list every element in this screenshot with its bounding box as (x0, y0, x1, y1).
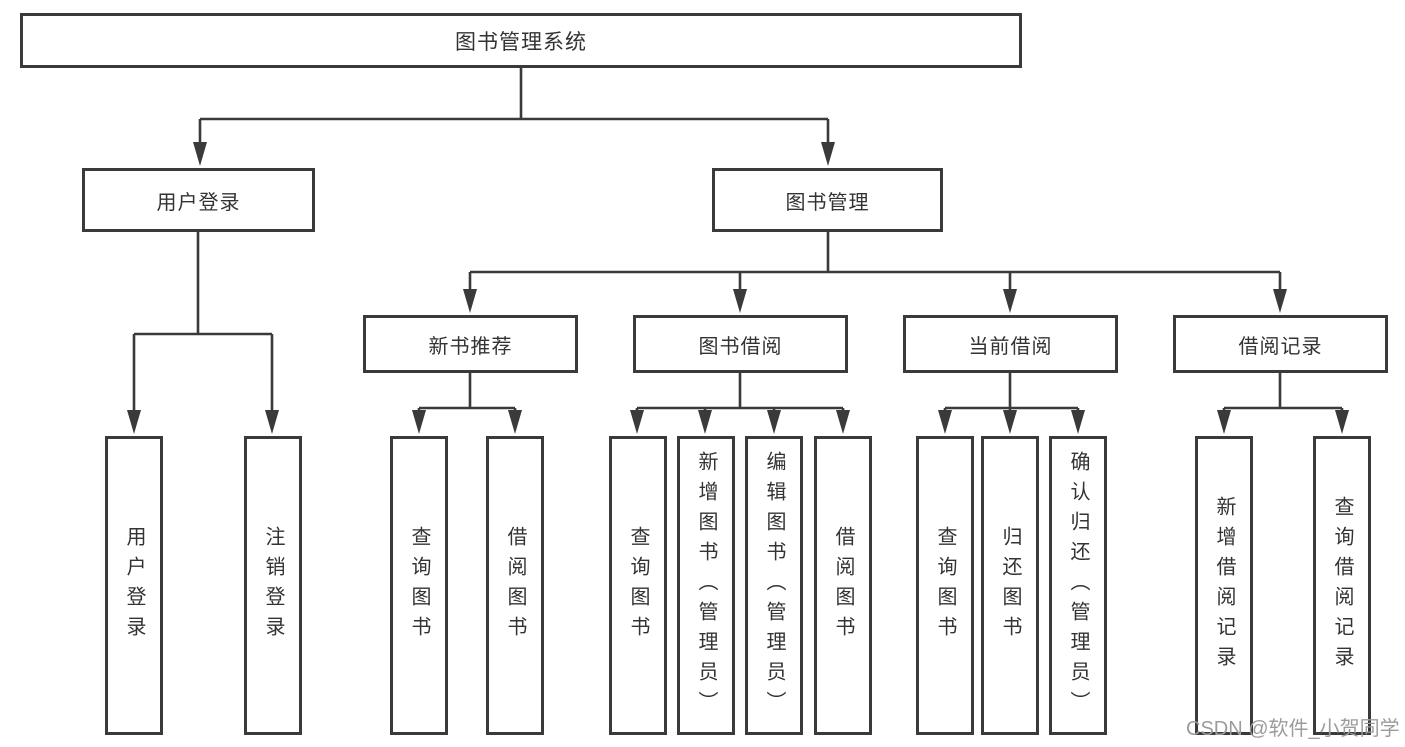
node-label: 归还图书 (999, 525, 1021, 646)
node-label: 新增借阅记录 (1213, 495, 1235, 676)
arrowhead (1217, 410, 1231, 434)
arrowhead (1273, 289, 1287, 313)
watermark: CSDN @软件_小贺同学 (1186, 718, 1400, 740)
arrowhead (698, 410, 712, 434)
arrowhead (508, 410, 522, 434)
arrowhead (463, 289, 477, 313)
node-leaf-add-borrow-record: 新增借阅记录 (1195, 436, 1253, 735)
connector-line (1222, 373, 1344, 412)
connector-line (198, 68, 830, 144)
node-leaf-edit-books-admin: 编辑图书（管理员） (745, 436, 803, 735)
arrowhead (265, 410, 279, 434)
arrowhead (1071, 410, 1085, 434)
node-label: 查询图书 (408, 525, 430, 646)
arrowhead (630, 410, 644, 434)
node-leaf-user-login: 用户登录 (105, 436, 163, 735)
node-leaf-borrow-books-1: 借阅图书 (486, 436, 544, 735)
node-label: 查询图书 (934, 525, 956, 646)
arrowhead (1003, 410, 1017, 434)
node-label: 注销登录 (262, 525, 284, 646)
node-label: 查询图书 (627, 525, 649, 646)
arrowhead (836, 410, 850, 434)
node-label: 图书借阅 (698, 335, 783, 358)
node-section-borrowing-records: 借阅记录 (1173, 315, 1388, 373)
node-leaf-query-books-1: 查询图书 (390, 436, 448, 735)
arrowhead (767, 410, 781, 434)
node-root: 图书管理系统 (20, 13, 1022, 68)
node-leaf-add-books-admin: 新增图书（管理员） (677, 436, 735, 735)
node-label: 图书管理 (785, 191, 870, 214)
node-label: 用户登录 (156, 191, 241, 214)
node-leaf-logout: 注销登录 (244, 436, 302, 735)
connector-newbooks-to-leaves (412, 373, 522, 434)
connector-login-to-leaves (127, 232, 279, 434)
node-label: 新增图书（管理员） (695, 450, 717, 721)
connector-current-to-leaves (938, 373, 1085, 434)
node-label: 查询借阅记录 (1331, 495, 1353, 676)
node-label: 借阅图书 (504, 525, 526, 646)
connector-line (132, 232, 274, 412)
connector-records-to-leaves (1217, 373, 1349, 434)
node-label: 新书推荐 (428, 335, 513, 358)
node-section-new-book-recommend: 新书推荐 (363, 315, 578, 373)
arrowhead (193, 142, 207, 166)
arrowhead (1003, 289, 1017, 313)
node-label: 借阅图书 (832, 525, 854, 646)
arrowhead (821, 142, 835, 166)
node-section-book-borrowing: 图书借阅 (633, 315, 848, 373)
arrowhead (1335, 410, 1349, 434)
node-label: 编辑图书（管理员） (763, 450, 785, 721)
node-book-management: 图书管理 (712, 168, 943, 232)
connector-line (943, 373, 1080, 412)
arrowhead (733, 289, 747, 313)
connector-root-to-level2 (193, 68, 835, 166)
node-leaf-return-books: 归还图书 (981, 436, 1039, 735)
node-user-login: 用户登录 (82, 168, 315, 232)
node-leaf-query-borrow-record: 查询借阅记录 (1313, 436, 1371, 735)
connector-line (468, 232, 1282, 291)
arrowhead (127, 410, 141, 434)
node-label: 借阅记录 (1238, 335, 1323, 358)
connector-line (417, 373, 517, 412)
arrowhead (938, 410, 952, 434)
node-label: 当前借阅 (968, 335, 1053, 358)
node-label: 确认归还（管理员） (1067, 450, 1089, 721)
node-leaf-query-books-2: 查询图书 (609, 436, 667, 735)
connector-line (635, 373, 845, 412)
arrowhead (412, 410, 426, 434)
node-section-current-borrowing: 当前借阅 (903, 315, 1118, 373)
node-leaf-confirm-return-admin: 确认归还（管理员） (1049, 436, 1107, 735)
connector-borrow-to-leaves (630, 373, 850, 434)
node-label: 图书管理系统 (455, 30, 587, 54)
node-leaf-query-books-3: 查询图书 (916, 436, 974, 735)
node-label: 用户登录 (123, 525, 145, 646)
node-leaf-borrow-books-2: 借阅图书 (814, 436, 872, 735)
connector-management-to-sections (463, 232, 1287, 313)
